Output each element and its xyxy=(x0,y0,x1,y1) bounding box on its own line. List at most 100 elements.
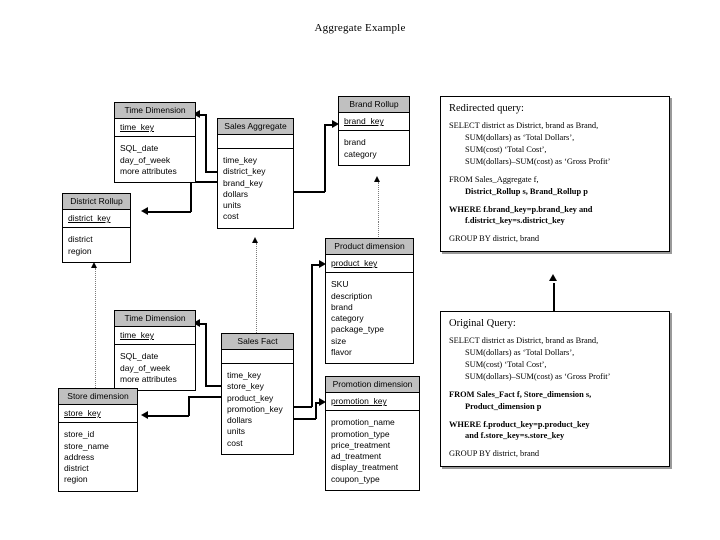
arrowhead-time-dimension-top xyxy=(193,110,200,118)
attribute: display_treatment xyxy=(331,462,399,473)
attribute: district xyxy=(68,234,93,245)
redirected-query-line: District_Rollup s, Brand_Rollup p xyxy=(465,186,588,196)
redirected-query-title: Redirected query: xyxy=(449,103,524,114)
attribute: day_of_week xyxy=(120,154,171,165)
entity-time-dimension-top[interactable]: Time Dimension time_key SQL_date day_of_… xyxy=(114,102,196,184)
redirected-query-line: SUM(cost) ‘Total Cost’, xyxy=(465,144,547,154)
attribute: promotion_key xyxy=(227,403,283,414)
attribute: district_key xyxy=(223,166,266,177)
entity-primary-key: district_key xyxy=(63,210,130,229)
arrowhead-product-dimension xyxy=(319,260,326,268)
entity-header: Time Dimension xyxy=(115,311,195,328)
original-query-line: SELECT district as District, brand as Br… xyxy=(449,336,599,345)
arrowhead-brand-rollup-bottom xyxy=(374,176,380,182)
connector-agg-brand-vert xyxy=(324,124,326,192)
connector-agg-district xyxy=(190,181,223,183)
attribute: store_id xyxy=(64,429,95,440)
redirected-query-line: GROUP BY district, brand xyxy=(449,234,540,244)
arrowhead-district-rollup-bottom xyxy=(91,262,97,268)
attribute: dollars xyxy=(227,415,253,426)
original-query-title: Original Query: xyxy=(449,318,516,329)
arrowhead-time-dimension-bottom xyxy=(193,319,200,327)
entity-header: Time Dimension xyxy=(115,103,195,120)
arrowhead-sales-aggregate-bottom xyxy=(252,237,258,243)
original-query-line: SUM(dollars) as ‘Total Dollars’, xyxy=(465,347,575,357)
attribute: store_key xyxy=(227,381,264,392)
connector-fact-product-top xyxy=(311,264,320,266)
attribute: time_key xyxy=(227,370,262,381)
attribute: region xyxy=(64,474,88,485)
entity-store-dimension[interactable]: Store dimension store_key store_id store… xyxy=(58,388,138,492)
entity-primary-key: time_key xyxy=(115,327,195,346)
entity-header: Brand Rollup xyxy=(339,97,409,114)
attribute: promotion_type xyxy=(331,428,390,439)
connector-agg-time-top xyxy=(199,114,207,116)
connector-agg-district-bot xyxy=(148,211,191,213)
entity-primary-key: brand_key xyxy=(339,113,409,132)
connector-fact-time-top xyxy=(199,323,207,325)
attribute: SKU xyxy=(331,279,349,290)
connector-agg-time xyxy=(205,171,223,173)
attribute: flavor xyxy=(331,346,352,357)
arrowhead-promotion-dimension xyxy=(319,398,326,406)
attribute: units xyxy=(227,426,245,437)
entity-header: Promotion dimension xyxy=(326,377,419,394)
entity-primary-key: promotion_key xyxy=(326,393,419,412)
attribute: day_of_week xyxy=(120,362,171,373)
original-query-box: Original Query: SELECT district as Distr… xyxy=(440,311,670,468)
connector-fact-store xyxy=(188,396,223,398)
attribute: brand xyxy=(331,301,353,312)
entity-attributes: time_key district_key brand_key dollars … xyxy=(218,149,293,227)
attribute: promotion_name xyxy=(331,417,395,428)
connector-fact-store-vert xyxy=(188,396,190,416)
connector-agg-brand-top xyxy=(324,124,333,126)
entity-attributes: SKU description brand category package_t… xyxy=(326,273,413,363)
connector-fact-promotion-top xyxy=(315,402,321,404)
attribute: category xyxy=(344,148,377,159)
attribute: cost xyxy=(223,211,239,222)
attribute: description xyxy=(331,290,373,301)
redirected-query-line: SUM(dollars) as ‘Total Dollars’, xyxy=(465,132,575,142)
entity-sales-fact[interactable]: Sales Fact time_key store_key product_ke… xyxy=(221,333,294,455)
redirected-query-line: SUM(dollars)–SUM(cost) as ‘Gross Profit’ xyxy=(465,156,611,166)
attribute: cost xyxy=(227,437,243,448)
entity-primary-key: product_key xyxy=(326,255,413,274)
arrowhead-store-dimension xyxy=(141,411,148,419)
entity-district-rollup[interactable]: District Rollup district_key district re… xyxy=(62,193,131,263)
attribute: size xyxy=(331,335,347,346)
entity-sales-aggregate[interactable]: Sales Aggregate time_key district_key br… xyxy=(217,118,294,229)
entity-attributes: promotion_name promotion_type price_trea… xyxy=(326,411,419,489)
connector-fact-to-aggregate-dotted xyxy=(256,243,257,333)
connector-query-redirect xyxy=(553,283,556,311)
attribute: coupon_type xyxy=(331,473,380,484)
attribute: brand xyxy=(344,137,366,148)
entity-product-dimension[interactable]: Product dimension product_key SKU descri… xyxy=(325,238,414,364)
attribute: units xyxy=(223,200,241,211)
arrowhead-brand-rollup xyxy=(332,120,339,128)
entity-primary-key: time_key xyxy=(115,119,195,138)
attribute: district xyxy=(64,463,89,474)
entity-header: Store dimension xyxy=(59,389,137,406)
entity-attributes: district region xyxy=(63,228,130,261)
entity-attributes: store_id store_name address district reg… xyxy=(59,423,137,490)
attribute: dollars xyxy=(223,188,249,199)
connector-fact-store-bot xyxy=(148,415,189,417)
original-query-line: GROUP BY district, brand xyxy=(449,449,540,459)
attribute: brand_key xyxy=(223,177,263,188)
entity-time-dimension-bottom[interactable]: Time Dimension time_key SQL_date day_of_… xyxy=(114,310,196,392)
redirected-query-line: WHERE f.brand_key=p.brand_key and xyxy=(449,204,593,214)
attribute: address xyxy=(64,451,95,462)
entity-promotion-dimension[interactable]: Promotion dimension promotion_key promot… xyxy=(325,376,420,491)
attribute: time_key xyxy=(223,155,258,166)
connector-fact-time xyxy=(205,385,223,387)
entity-brand-rollup[interactable]: Brand Rollup brand_key brand category xyxy=(338,96,410,166)
redirected-query-line: SELECT district as District, brand as Br… xyxy=(449,121,599,130)
connector-agg-brand xyxy=(294,191,325,193)
original-query-line: SUM(cost) ‘Total Cost’, xyxy=(465,359,547,369)
attribute: category xyxy=(331,313,364,324)
attribute: more attributes xyxy=(120,373,177,384)
original-query-line: and f.store_key=s.store_key xyxy=(465,431,565,441)
connector-agg-district-vert xyxy=(190,181,192,212)
redirected-query-box: Redirected query: SELECT district as Dis… xyxy=(440,96,670,253)
